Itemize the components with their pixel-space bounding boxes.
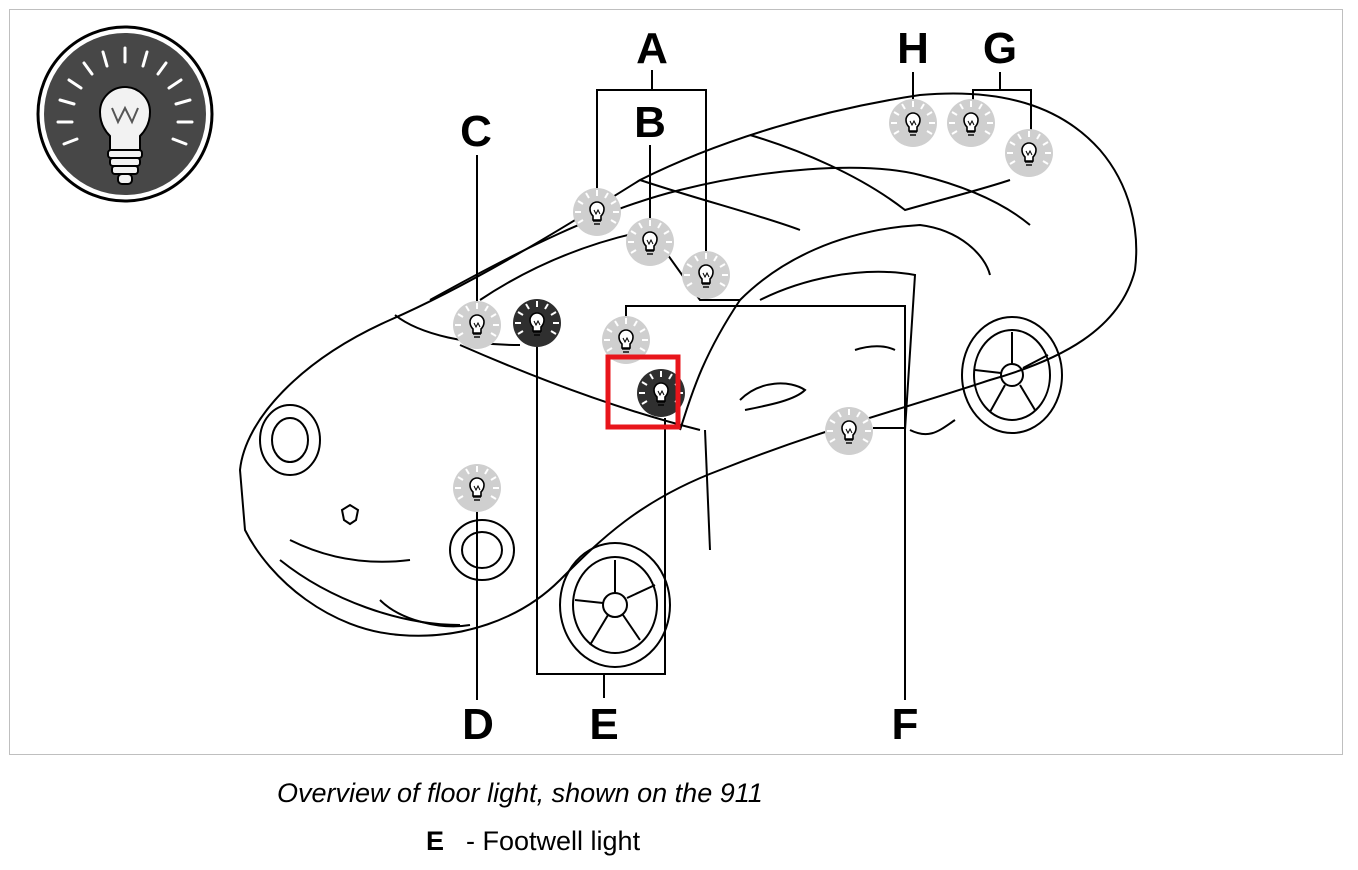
bulb-marker-d (453, 464, 501, 512)
bulb-marker-b (626, 218, 674, 266)
bulb-marker-a1 (573, 188, 621, 236)
bulb-marker-c (453, 301, 501, 349)
label-a: A (636, 24, 668, 73)
figure-caption: Overview of floor light, shown on the 91… (277, 778, 763, 808)
legend-item: E - Footwell light (426, 826, 640, 857)
car-outline (238, 92, 1138, 668)
bulb-marker-h (889, 99, 937, 147)
bulb-marker-e1 (513, 299, 561, 347)
legend-text: - Footwell light (466, 826, 641, 856)
label-d: D (462, 700, 494, 749)
bulb-marker-g2 (1005, 129, 1053, 177)
bulb-marker-a2 (682, 251, 730, 299)
bulb-marker-g1 (947, 99, 995, 147)
lighting-badge-icon (36, 25, 214, 203)
label-f: F (891, 700, 919, 749)
legend-key: E (426, 826, 445, 856)
highlight-box (605, 354, 681, 430)
diagram-frame (9, 9, 1343, 755)
label-g: G (982, 24, 1018, 73)
label-h: H (897, 24, 929, 73)
label-b: B (634, 98, 666, 147)
leader-lines (476, 70, 1032, 700)
bulb-marker-e2 (637, 369, 685, 417)
label-c: C (460, 107, 492, 156)
label-e: E (589, 700, 619, 749)
bulb-marker-f2 (825, 407, 873, 455)
bulb-marker-f1 (602, 316, 650, 364)
